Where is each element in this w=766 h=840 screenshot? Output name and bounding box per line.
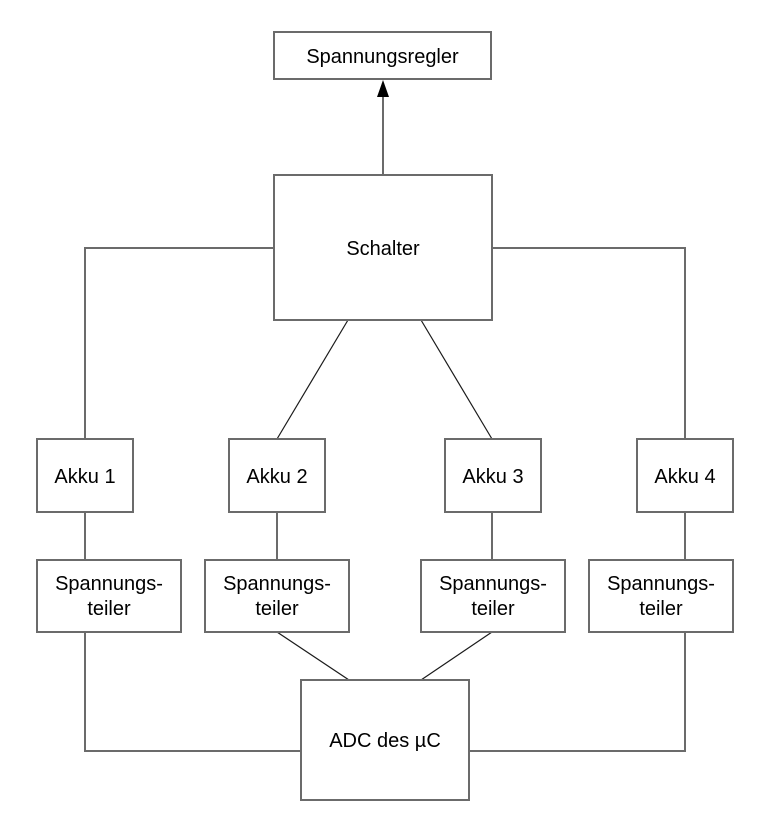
node-label-line1: Spannungs- xyxy=(223,573,331,595)
node-label: Schalter xyxy=(346,238,420,260)
edge-teiler2-adc xyxy=(276,631,350,681)
node-spannungsteiler-3: Spannungs- teiler xyxy=(420,559,566,633)
node-label-line2: teiler xyxy=(87,598,131,620)
node-akku-3: Akku 3 xyxy=(444,438,542,513)
node-label: Spannungsregler xyxy=(306,46,459,68)
node-adc: ADC des µC xyxy=(300,679,470,801)
node-label-line2: teiler xyxy=(255,598,299,620)
node-schalter: Schalter xyxy=(273,174,493,321)
node-label: ADC des µC xyxy=(329,730,441,752)
edge-schalter-akku1 xyxy=(84,247,277,439)
edge-teiler4-adc xyxy=(469,632,686,752)
edge-schalter-akku2 xyxy=(276,319,349,440)
node-label: Akku 4 xyxy=(654,466,715,488)
node-label-line2: teiler xyxy=(471,598,515,620)
node-label-line1: Spannungs- xyxy=(439,573,547,595)
edge-teiler3-adc xyxy=(420,631,493,681)
node-akku-1: Akku 1 xyxy=(36,438,134,513)
node-akku-4: Akku 4 xyxy=(636,438,734,513)
node-label: Akku 1 xyxy=(54,466,115,488)
node-label-line1: Spannungs- xyxy=(607,573,715,595)
edge-schalter-akku3 xyxy=(420,319,493,440)
edge-teiler1-adc xyxy=(84,632,301,752)
node-label: Akku 3 xyxy=(462,466,523,488)
node-spannungsregler: Spannungsregler xyxy=(273,31,492,80)
arrowhead-icon xyxy=(377,80,389,97)
node-akku-2: Akku 2 xyxy=(228,438,326,513)
node-label-line2: teiler xyxy=(639,598,683,620)
node-label: Akku 2 xyxy=(246,466,307,488)
node-spannungsteiler-4: Spannungs- teiler xyxy=(588,559,734,633)
connectors xyxy=(84,80,686,752)
edge-schalter-akku4 xyxy=(492,247,686,439)
node-label-line1: Spannungs- xyxy=(55,573,163,595)
node-spannungsteiler-2: Spannungs- teiler xyxy=(204,559,350,633)
node-spannungsteiler-1: Spannungs- teiler xyxy=(36,559,182,633)
